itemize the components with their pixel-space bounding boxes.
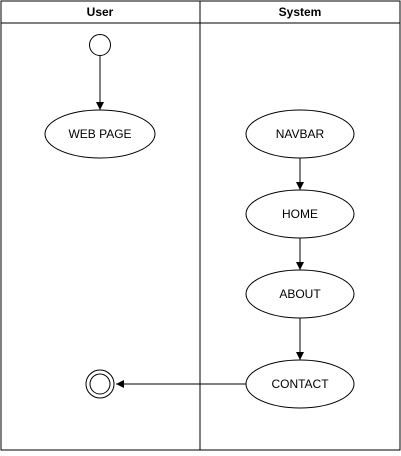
navbar-label: NAVBAR: [276, 127, 325, 141]
start-node: [89, 34, 111, 56]
user-lane: WEB PAGE: [44, 34, 156, 399]
end-node: [85, 369, 115, 399]
home-label: HOME: [282, 207, 318, 221]
webpage-label: WEB PAGE: [68, 127, 131, 141]
end-node-inner: [89, 373, 111, 395]
contact-label: CONTACT: [271, 377, 329, 391]
about-label: ABOUT: [279, 287, 321, 301]
webpage-node[interactable]: [44, 109, 156, 159]
lane-title-user: User: [87, 5, 114, 19]
system-lane: NAVBAR HOME ABOUT CONTACT: [245, 109, 355, 409]
lane-title-system: System: [279, 5, 322, 19]
